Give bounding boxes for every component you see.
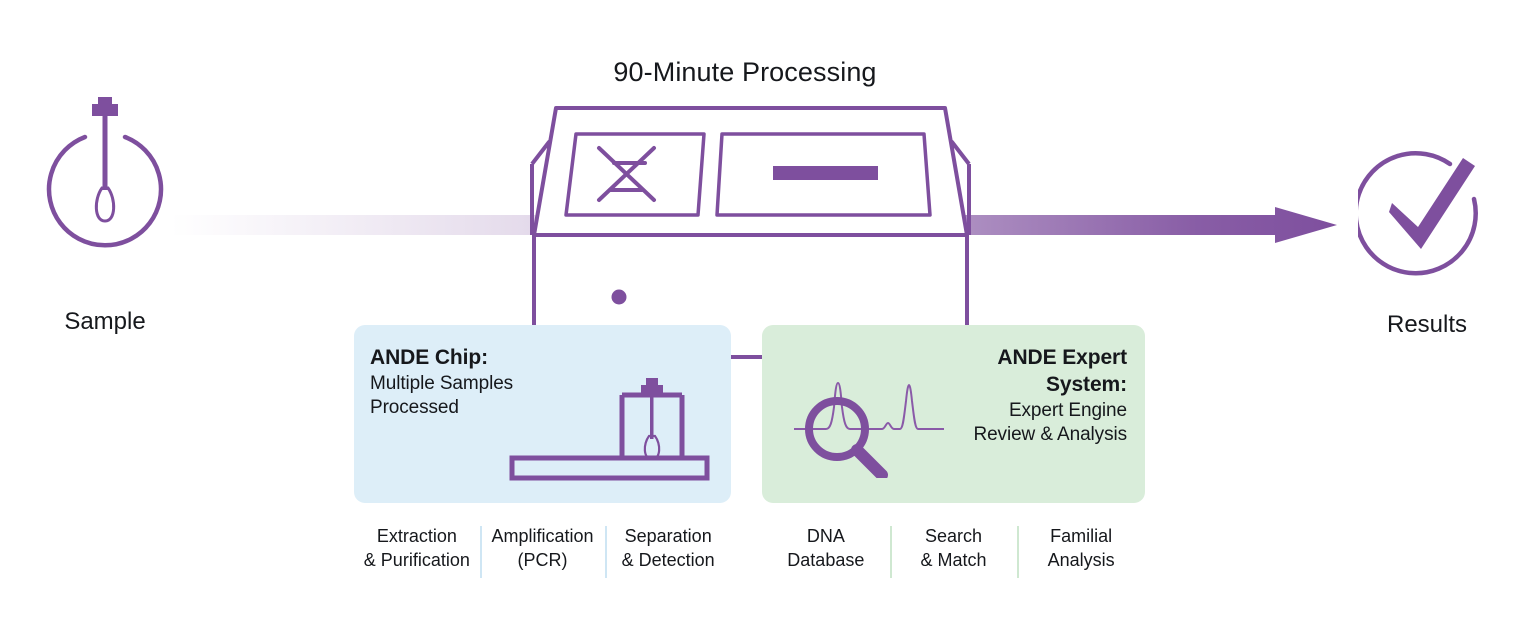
- page-title: 90-Minute Processing: [613, 57, 877, 87]
- step-label-line1: Familial: [1050, 526, 1113, 546]
- panel-ande-expert-title-line1: ANDE Expert: [997, 346, 1127, 369]
- step-label-line2: (PCR): [517, 549, 568, 570]
- step-label-line1: Extraction: [376, 526, 457, 546]
- step-label-line1: Separation: [624, 526, 712, 546]
- swab-in-chip-icon: [504, 373, 714, 488]
- magnifier-over-electropherogram-icon: [794, 373, 944, 483]
- step-label-amplification-pcr: Amplification (PCR): [479, 525, 606, 581]
- start-node-sample: Sample: [40, 95, 170, 337]
- step-label-line1: DNA: [806, 526, 845, 546]
- step-label-extraction-purification: Extraction & Purification: [354, 525, 480, 581]
- step-label-familial-analysis: Familial Analysis: [1017, 525, 1145, 581]
- panel-ande-expert-subtitle-line1: Expert Engine: [1008, 399, 1127, 421]
- step-labels-expert: DNA Database Search & Match Familial Ana…: [762, 525, 1145, 581]
- step-label-line2: & Match: [920, 549, 987, 570]
- step-label-search-match: Search & Match: [889, 525, 1018, 581]
- step-label-dna-database: DNA Database: [762, 525, 890, 581]
- end-node-label: Results: [1386, 311, 1468, 338]
- step-labels-chip: Extraction & Purification Amplification …: [354, 525, 731, 581]
- panel-ande-expert-system: ANDE Expert System: Expert Engine Review…: [762, 325, 1145, 503]
- step-label-line1: Search: [924, 526, 983, 546]
- step-label-line2: & Detection: [621, 549, 715, 570]
- step-label-line1: Amplification: [491, 526, 594, 546]
- checkmark-in-circle-icon: [1353, 150, 1496, 303]
- step-label-line2: Analysis: [1047, 549, 1115, 570]
- panel-ande-chip-title: ANDE Chip:: [370, 346, 488, 369]
- end-node-results: Results: [1353, 150, 1496, 340]
- panel-ande-expert-subtitle-line2: Review & Analysis: [973, 424, 1127, 446]
- step-label-line2: & Purification: [363, 549, 470, 570]
- panel-ande-expert-text: ANDE Expert System: Expert Engine Review…: [973, 345, 1127, 447]
- panel-ande-chip-subtitle-line1: Multiple Samples: [370, 372, 514, 394]
- panel-ande-chip-text: ANDE Chip: Multiple Samples Processed: [370, 345, 513, 421]
- panel-ande-chip-subtitle-line2: Processed: [370, 397, 459, 419]
- swab-in-circle-icon: [40, 95, 170, 300]
- start-node-label: Sample: [64, 308, 146, 335]
- panel-ande-expert-title-line2: System:: [1045, 372, 1127, 396]
- step-label-separation-detection: Separation & Detection: [605, 525, 731, 581]
- step-label-line2: Database: [787, 549, 865, 570]
- panel-ande-chip: ANDE Chip: Multiple Samples Processed: [354, 325, 731, 503]
